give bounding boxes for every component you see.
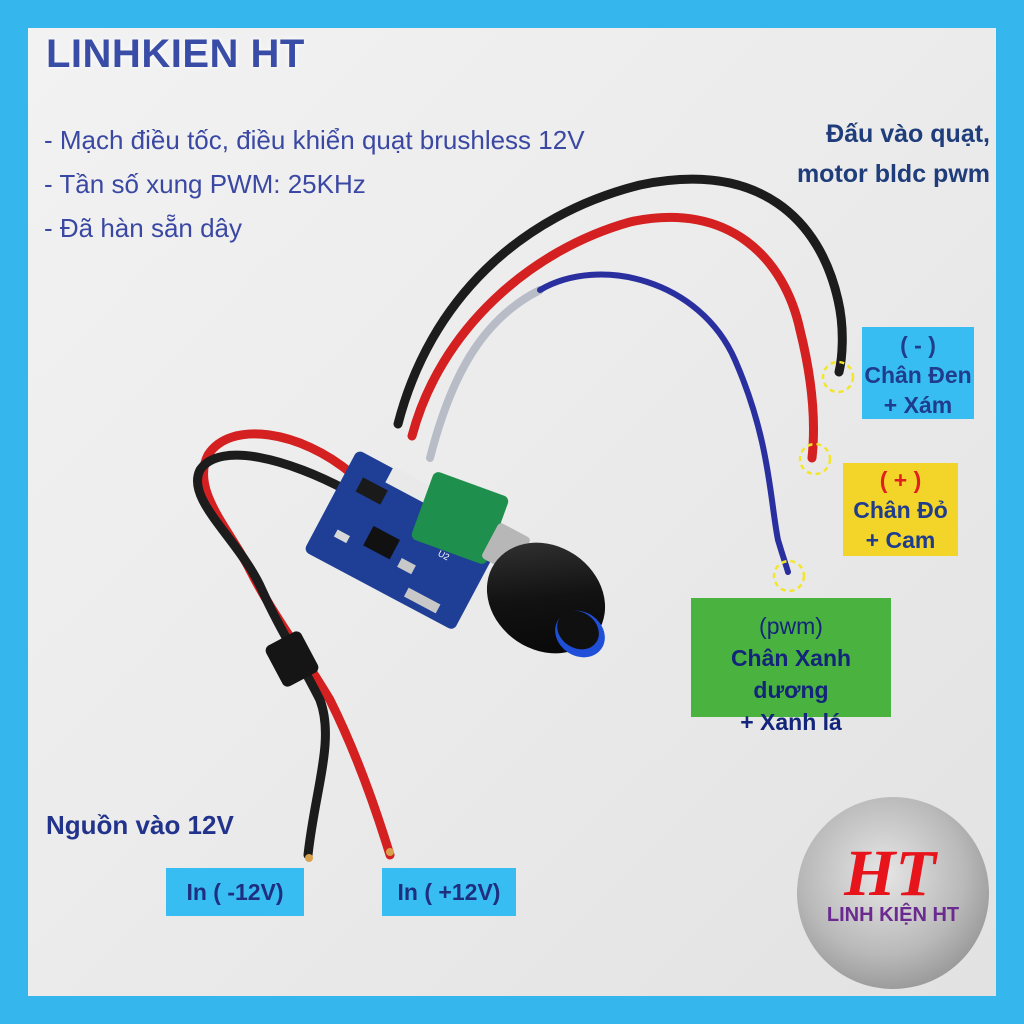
power-input-label: Nguồn vào 12V [46, 810, 234, 840]
power-black-wire [193, 450, 351, 860]
blue-wire [537, 271, 791, 575]
input-negative-tag: In ( -12V) [166, 868, 304, 916]
feature-item: - Tần số xung PWM: 25KHz [44, 169, 366, 199]
blue-wire-end-marker [772, 559, 806, 593]
gray-wire [426, 286, 544, 462]
fan-output-line1: Đấu vào quạt, [826, 120, 990, 148]
pin-negative-line1: Chân Đen [864, 362, 972, 388]
pin-negative-symbol: ( - ) [900, 332, 936, 358]
pin-positive-line1: Chân Đỏ [853, 497, 948, 523]
red-wire [407, 212, 819, 463]
logo-mark: HT [843, 837, 938, 910]
pcb-label: U2 [436, 548, 451, 562]
black-wire-end-marker [821, 360, 855, 394]
pin-positive-line2: + Cam [865, 527, 936, 553]
feature-item: - Đã hàn sẵn dây [44, 213, 243, 243]
input-positive-tag: In ( +12V) [382, 868, 516, 916]
pin-positive-tag: ( + ) Chân Đỏ + Cam [843, 463, 958, 556]
feature-item: - Mạch điều tốc, điều khiển quạt brushle… [44, 125, 585, 155]
fan-output-line2: motor bldc pwm [796, 160, 990, 188]
pin-positive-symbol: ( + ) [879, 467, 922, 493]
feature-list: - Mạch điều tốc, điều khiển quạt brushle… [44, 118, 585, 250]
pin-pwm-tag: (pwm) Chân Xanh dương + Xanh lá [691, 598, 891, 735]
potentiometer [411, 472, 530, 573]
logo-circle [797, 797, 989, 989]
brand-title: LINHKIEN HT [46, 32, 305, 76]
neg-input-end-marker [305, 854, 313, 862]
pos-input-end-marker [386, 848, 394, 856]
pin-negative-line2: + Xám [883, 392, 953, 418]
logo-name: LINH KIỆN HT [826, 904, 960, 926]
black-wire [393, 174, 847, 429]
control-knob[interactable] [466, 520, 627, 676]
red-wire-end-marker [798, 442, 832, 476]
heat-shrink-sleeve [265, 631, 319, 687]
pin-negative-tag: ( - ) Chân Đen + Xám [862, 327, 974, 419]
fan-output-note: Đấu vào quạt, motor bldc pwm [760, 114, 990, 194]
pin-pwm-line2: + Xanh lá [740, 709, 842, 735]
pin-pwm-line1: Chân Xanh dương [730, 645, 852, 703]
pin-pwm-symbol: (pwm) [759, 613, 823, 639]
